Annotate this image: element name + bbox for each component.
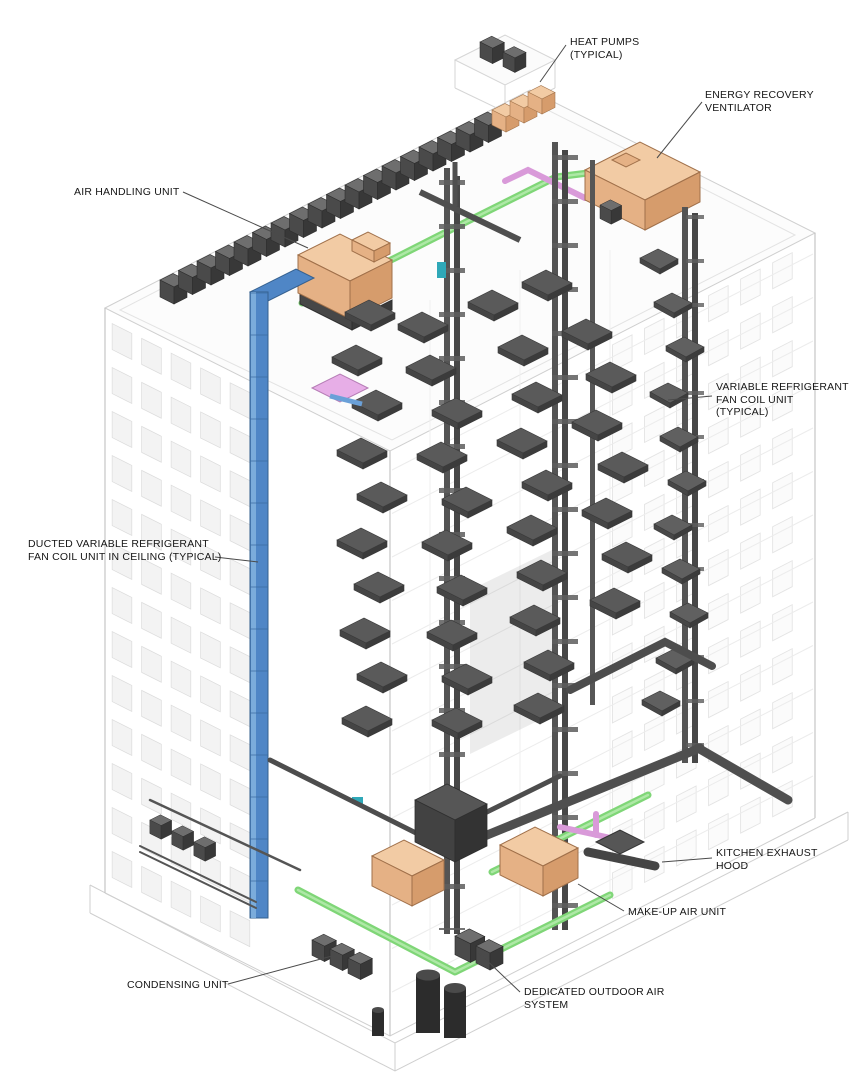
leader-kitchen-hood — [661, 857, 713, 863]
label-line: MAKE-UP AIR UNIT — [628, 906, 727, 918]
label-line: DUCTED VARIABLE REFRIGERANT — [28, 538, 209, 550]
label-line: VENTILATOR — [705, 101, 772, 114]
make-up-air-unit — [498, 826, 580, 897]
label-line: CONDENSING UNIT — [127, 979, 229, 991]
label-make-up-air-unit: MAKE-UP AIR UNIT — [628, 906, 726, 919]
leader-ducted-vrf — [214, 556, 259, 563]
label-line: FAN COIL UNIT IN CEILING (TYPICAL) — [28, 550, 222, 563]
leader-vrf-fcu — [667, 395, 713, 401]
label-line: KITCHEN EXHAUST — [716, 847, 818, 859]
label-ducted-vrf-fan-coil: DUCTED VARIABLE REFRIGERANT FAN COIL UNI… — [28, 538, 222, 563]
central-dark-unit — [414, 783, 488, 863]
leader-erv — [656, 101, 703, 159]
leader-lines — [182, 44, 713, 993]
leader-condensing-unit — [227, 955, 333, 985]
doas-unit — [454, 928, 504, 971]
label-energy-recovery-ventilator: ENERGY RECOVERY VENTILATOR — [705, 89, 814, 114]
label-line: (TYPICAL) — [570, 48, 623, 61]
label-line: VARIABLE REFRIGERANT — [716, 381, 849, 393]
erv-unit — [583, 141, 702, 231]
label-line: AIR HANDLING UNIT — [74, 186, 180, 198]
west-facade-windows — [111, 323, 251, 948]
leader-ahu — [182, 191, 309, 249]
label-vrf-fan-coil-unit: VARIABLE REFRIGERANT FAN COIL UNIT (TYPI… — [716, 381, 849, 419]
label-line: HOOD — [716, 859, 749, 872]
label-line: (TYPICAL) — [716, 406, 769, 418]
blue-supply-riser — [248, 268, 316, 919]
label-line: SYSTEM — [524, 998, 569, 1011]
label-line: DEDICATED OUTDOOR AIR — [524, 986, 665, 998]
mid-level-accents — [310, 262, 446, 804]
secondary-air-unit — [370, 839, 446, 907]
label-air-handling-unit: AIR HANDLING UNIT — [74, 186, 180, 199]
condensing-units — [311, 933, 373, 980]
leader-heat-pumps — [539, 44, 567, 83]
label-condensing-unit: CONDENSING UNIT — [127, 979, 229, 992]
label-line: FAN COIL UNIT — [716, 393, 794, 406]
label-heat-pumps: HEAT PUMPS (TYPICAL) — [570, 36, 639, 61]
lower-mechanical-level — [139, 637, 793, 1038]
leader-mau — [577, 883, 625, 912]
ground-slab — [89, 811, 849, 1072]
label-kitchen-exhaust-hood: KITCHEN EXHAUST HOOD — [716, 847, 818, 872]
label-line: ENERGY RECOVERY — [705, 89, 814, 101]
label-dedicated-outdoor-air-system: DEDICATED OUTDOOR AIR SYSTEM — [524, 986, 665, 1011]
label-line: HEAT PUMPS — [570, 36, 640, 48]
leader-doas — [477, 951, 521, 993]
kitchen-hood-duct — [583, 829, 660, 871]
exhaust-stacks — [372, 969, 466, 1038]
